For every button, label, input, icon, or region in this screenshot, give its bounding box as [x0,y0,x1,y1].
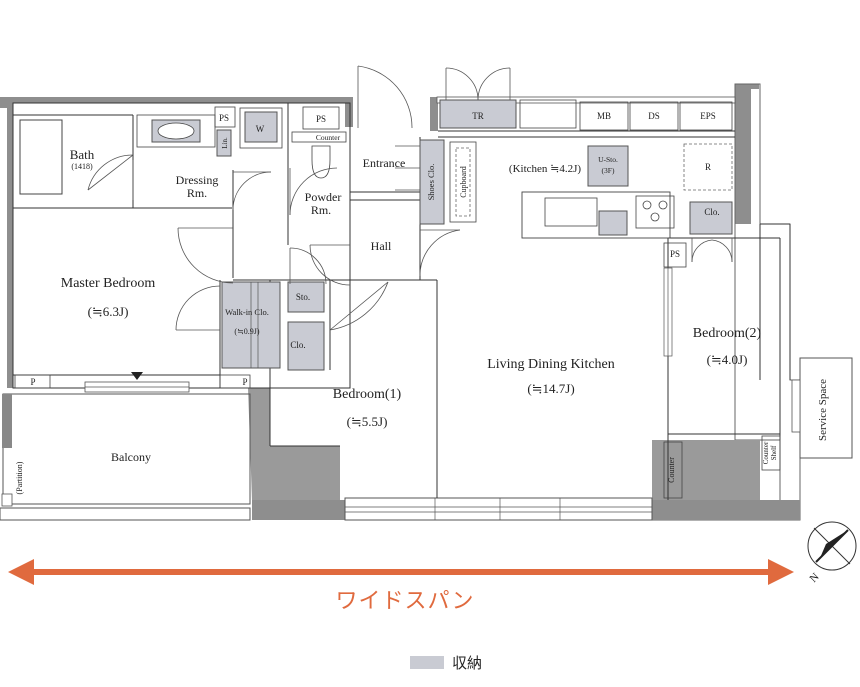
label-ds: DS [648,111,660,121]
label-hall: Hall [371,239,392,253]
stove [635,195,675,229]
label-counter-powder: Counter [316,133,341,142]
label-p-2: P [242,377,247,387]
label-p-1: P [30,377,35,387]
label-w: W [256,124,265,134]
wide-span-arrow [8,559,794,585]
shoes-closet [419,139,445,225]
legend: 収納 [410,652,482,672]
vanity [136,114,216,148]
label-bedroom2: Bedroom(2) [693,326,762,341]
label-dressing: Dressing [176,173,219,187]
u-storage [587,145,629,187]
wall-entrance-left [345,97,353,127]
label-bath: Bath [70,147,95,162]
compass-icon: N [807,521,857,585]
wall-bottom-strip-right [650,500,800,520]
label-bedroom2-size: (≒4.0J) [707,352,748,367]
wall-entrance-right [430,97,438,131]
label-bedroom1-size: (≒5.5J) [347,414,388,429]
label-powder-rm: Rm. [311,203,331,217]
doors [87,65,733,331]
wide-span-label: ワイドスパン [335,589,475,614]
label-ldk-size: (≒14.7J) [527,381,574,396]
legend-storage-swatch [410,655,444,669]
closet-bedroom2 [689,201,733,235]
label-walk-in-closet-size: (≒0.9J) [234,327,259,336]
label-walk-in-closet: Walk-in Clo. [225,307,269,317]
cupboard [449,141,477,223]
label-ps-2: PS [316,114,326,124]
label-master-bedroom: Master Bedroom [61,276,156,291]
label-master-bedroom-size: (≒6.3J) [88,304,129,319]
wall-left [7,103,13,388]
wall-corner [751,84,759,89]
window-bottom [344,497,653,521]
label-sto: Sto. [296,292,310,302]
label-balcony: Balcony [111,450,151,464]
label-counter-ldk: Counter [667,457,676,483]
label-ps-kitchen: PS [670,249,680,259]
label-lin: Lin. [221,137,229,149]
label-tr: TR [472,111,484,121]
label-shoes-clo: Shoes Clo. [426,164,436,201]
balcony [2,393,251,505]
label-u-sto-floor: (3F) [602,166,615,175]
label-partition: (Partition) [15,461,24,494]
label-bedroom1: Bedroom(1) [333,387,402,402]
label-powder: Powder [305,190,342,204]
legend-storage-label: 収納 [452,653,483,672]
wall-bottom-strip [252,500,347,520]
tr-storage [439,99,517,129]
wall-bottom-right [652,440,760,510]
wall-right-upper [735,84,751,224]
label-clo-bedroom1: Clo. [290,340,305,350]
label-bath-sub: (1418) [71,162,93,171]
label-counter-shelf-1: Counter [762,441,770,464]
kitchen-counter [521,191,671,239]
entry-marker [131,372,143,380]
label-dressing-rm: Rm. [187,186,207,200]
fridge-space [683,143,733,191]
label-mb: MB [597,111,611,121]
label-cupboard: Cupboard [459,166,468,198]
partition-wall [2,394,12,448]
label-eps: EPS [700,111,716,121]
label-counter-shelf-2: Shelf [770,445,778,460]
label-clo-bedroom2: Clo. [704,207,719,217]
label-r: R [705,162,711,172]
storage-sto [287,281,325,313]
washer-space [239,107,283,149]
kitchen-storage [598,210,628,236]
label-u-sto: U-Sto. [598,155,618,164]
toilet [311,145,331,179]
label-ldk: Living Dining Kitchen [487,357,615,372]
label-service-space: Service Space [817,379,829,441]
label-entrance: Entrance [363,156,406,170]
sink [544,197,598,227]
bathtub [19,119,63,195]
wall-top-left [0,97,350,103]
label-kitchen: (Kitchen ≒4.2J) [509,163,581,175]
closet-bedroom1 [287,321,325,371]
label-ps-1: PS [219,113,229,123]
wall-bottom-left [248,388,340,500]
linen-storage [216,129,232,157]
